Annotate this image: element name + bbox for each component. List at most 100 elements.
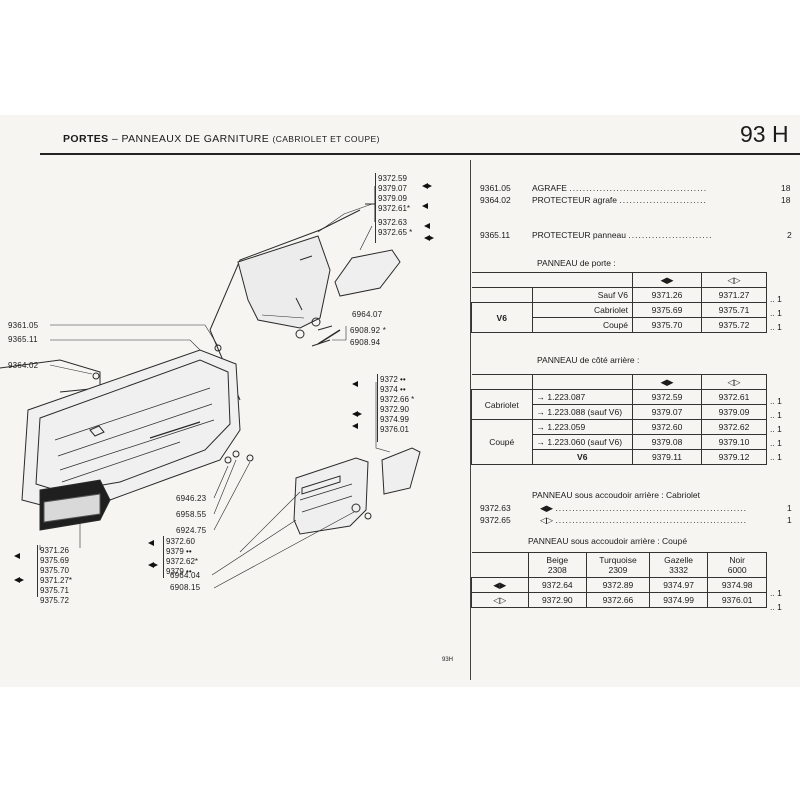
section-heading: PANNEAU de côté arrière :: [537, 355, 640, 365]
page-footer: 93H: [442, 657, 454, 663]
qty-marker: .. 1: [770, 588, 782, 598]
part-label: 9372.62*: [166, 557, 199, 566]
part-label: 9372.60: [166, 537, 195, 546]
part-number: 9375.71: [701, 302, 767, 318]
part-label: 9361.05: [8, 321, 39, 330]
part-label: 9372 ••: [380, 375, 406, 384]
part-label: 9372.90: [380, 405, 409, 414]
part-name: PROTECTEUR panneau: [532, 230, 627, 240]
page-subtitle: (CABRIOLET ET COUPE): [272, 134, 380, 144]
part-label: 6908.15: [170, 583, 201, 592]
header-rule: [40, 153, 800, 155]
part-number: 9379.12: [701, 449, 767, 465]
part-number: 9372.61: [701, 389, 767, 405]
part-number: 9374.97: [648, 577, 709, 593]
part-number: 9379.11: [632, 449, 702, 465]
part-ref: 9364.02: [480, 195, 511, 205]
part-number: 9375.72: [701, 317, 767, 333]
variant-cell: Cabriolet: [531, 302, 633, 318]
qty-marker: .. 1: [770, 424, 782, 434]
part-ref: 9372.65: [480, 515, 511, 525]
qty-marker: .. 1: [770, 602, 782, 612]
part-label: 9372.63: [378, 218, 407, 227]
part-number: 9371.26: [632, 287, 702, 303]
part-label: 6964.04: [170, 571, 201, 580]
qty-marker: .. 1: [770, 396, 782, 406]
part-line: ◁▷ .....................................…: [540, 515, 748, 525]
part-number: 9379.07: [632, 404, 702, 420]
part-label: 9379 ••: [166, 567, 192, 576]
section-title: PORTES: [63, 133, 109, 145]
part-label: 9374 ••: [380, 385, 406, 394]
exploded-diagram: [0, 183, 434, 589]
part-line: ◀▶ .....................................…: [540, 503, 748, 513]
qty-marker: .. 1: [770, 452, 782, 462]
part-number: 9375.70: [632, 317, 702, 333]
left-group-labels: 9371.26 9375.69 9375.70 9371.27* 9375.71…: [40, 546, 72, 606]
variant-cell: → 1.223.059: [531, 419, 633, 435]
page-title: PANNEAUX DE GARNITURE: [121, 133, 270, 145]
arriere-table: ◀▶ ◁▷ Cabriolet → 1.223.087 9372.59 9372…: [471, 374, 767, 465]
page-number: 93 H: [740, 121, 789, 147]
right-group-bracket: [377, 374, 422, 442]
leader-dots: ........................................…: [569, 183, 708, 193]
top-group-labels: 9372.59 9379.07 9379.09 9372.61* 9372.63…: [378, 174, 412, 238]
variant-cell: Coupé: [531, 317, 633, 333]
part-label: 6924.75: [176, 526, 207, 535]
part-label: 9375.71: [40, 586, 69, 595]
part-number: 9374.99: [648, 592, 709, 608]
part-label: 9365.11: [8, 335, 38, 344]
part-ref: 9365.11: [480, 230, 511, 240]
variant-cell: V6: [531, 449, 633, 465]
part-label: 9375.70: [40, 566, 69, 575]
part-label: 9375.72: [40, 596, 69, 605]
part-number: 9372.66: [586, 592, 650, 608]
right-side-icon: ◁▷: [471, 592, 529, 608]
part-number: 9372.90: [527, 592, 588, 608]
part-label: 9372.59: [378, 174, 407, 183]
part-ref: 9361.05: [480, 183, 511, 193]
variant-cell: → 1.223.060 (sauf V6): [531, 434, 633, 450]
part-label: 9364.02: [8, 361, 39, 370]
porte-table: ◀▶ ◁▷ Sauf V6 9371.26 9371.27 V6 Cabriol…: [471, 272, 767, 333]
header-dash: –: [111, 133, 119, 145]
leader-dots: .........................: [628, 230, 713, 240]
section-heading: PANNEAU sous accoudoir arrière : Cabriol…: [532, 490, 701, 500]
left-side-icon: ◀▶: [632, 374, 702, 390]
part-number: 9376.01: [707, 592, 767, 608]
part-qty: 18: [781, 183, 791, 193]
part-label: 6908.92 *: [350, 326, 387, 335]
top-group-bracket: [375, 173, 418, 243]
part-label: 6908.94: [350, 338, 381, 347]
qty-marker: .. 1: [770, 294, 782, 304]
part-label: 6946.23: [176, 494, 207, 503]
part-name: AGRAFE: [532, 183, 567, 193]
part-qty: 1: [787, 515, 792, 525]
part-number: 9372.59: [632, 389, 702, 405]
part-line: PROTECTEUR agrafe ......................…: [532, 195, 707, 205]
right-side-icon: ◁▷: [701, 272, 767, 288]
part-label: 6964.07: [352, 310, 383, 319]
part-number: 9379.08: [632, 434, 702, 450]
part-number: 9379.09: [701, 404, 767, 420]
group-cell: V6: [471, 302, 533, 333]
part-label: 6958.55: [176, 510, 207, 519]
variant-cell: → 1.223.088 (sauf V6): [531, 404, 633, 420]
part-label: 9379.09: [378, 194, 407, 203]
part-label: 9372.66 *: [380, 395, 415, 404]
column-separator: [470, 160, 471, 680]
part-number: 9371.27: [701, 287, 767, 303]
qty-marker: .. 1: [770, 438, 782, 448]
part-number: 9372.64: [527, 577, 588, 593]
section-heading: PANNEAU de porte :: [537, 258, 616, 268]
part-label: 9371.27*: [40, 576, 73, 585]
part-label: 9374.99: [380, 415, 409, 424]
part-label: 9371.26: [40, 546, 69, 555]
qty-marker: .. 1: [770, 410, 782, 420]
part-qty: 18: [781, 195, 791, 205]
page-header: PORTES – PANNEAUX DE GARNITURE (CABRIOLE…: [63, 133, 380, 145]
